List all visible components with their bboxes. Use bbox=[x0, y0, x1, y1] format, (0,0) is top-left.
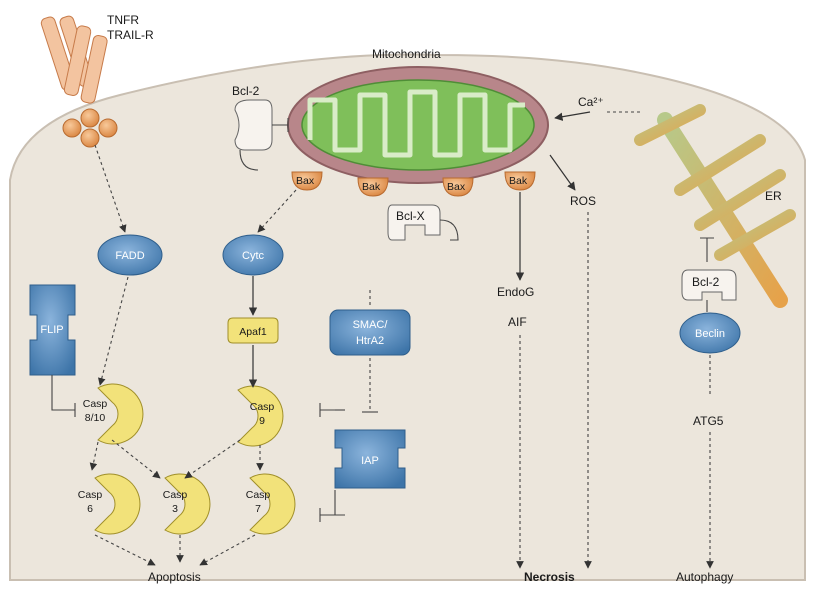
atg5-label: ATG5 bbox=[693, 414, 724, 428]
svg-text:Bcl-2: Bcl-2 bbox=[692, 275, 720, 289]
svg-text:Bax: Bax bbox=[296, 175, 315, 187]
er-label: ER bbox=[765, 189, 782, 203]
svg-text:Casp: Casp bbox=[246, 489, 271, 501]
svg-text:Apaf1: Apaf1 bbox=[239, 326, 267, 338]
iap-shape: IAP bbox=[335, 430, 405, 488]
necrosis-label: Necrosis bbox=[524, 570, 575, 584]
bcl2-mito-label: Bcl-2 bbox=[232, 84, 260, 98]
ros-label: ROS bbox=[570, 194, 596, 208]
svg-text:7: 7 bbox=[255, 503, 261, 515]
svg-text:FADD: FADD bbox=[115, 250, 144, 262]
receptor-label-line1: TNFR bbox=[107, 13, 139, 27]
svg-text:Bax: Bax bbox=[447, 181, 466, 193]
svg-text:Bak: Bak bbox=[362, 181, 381, 193]
svg-text:9: 9 bbox=[259, 415, 265, 427]
mitochondria-label: Mitochondria bbox=[372, 47, 441, 61]
svg-text:6: 6 bbox=[87, 503, 93, 515]
svg-text:FLIP: FLIP bbox=[40, 324, 63, 336]
svg-text:Casp: Casp bbox=[78, 489, 103, 501]
fadd-node: FADD bbox=[98, 235, 162, 275]
svg-text:Beclin: Beclin bbox=[695, 328, 725, 340]
autophagy-label: Autophagy bbox=[676, 570, 733, 584]
adapter-ball bbox=[63, 119, 81, 137]
svg-text:3: 3 bbox=[172, 503, 178, 515]
svg-text:8/10: 8/10 bbox=[85, 412, 106, 424]
svg-text:Casp: Casp bbox=[250, 401, 275, 413]
apaf1-node: Apaf1 bbox=[228, 318, 278, 343]
flip-shape: FLIP bbox=[30, 285, 75, 375]
svg-text:Casp: Casp bbox=[83, 398, 108, 410]
adapter-ball bbox=[81, 129, 99, 147]
svg-text:SMAC/: SMAC/ bbox=[353, 319, 389, 331]
calcium-label: Ca²⁺ bbox=[578, 95, 604, 109]
endog-label: EndoG bbox=[497, 285, 534, 299]
svg-text:Casp: Casp bbox=[163, 489, 188, 501]
receptor-label-line2: TRAIL-R bbox=[107, 28, 154, 42]
aif-label: AIF bbox=[508, 315, 527, 329]
apoptosis-label: Apoptosis bbox=[148, 570, 201, 584]
svg-text:Bcl-X: Bcl-X bbox=[396, 209, 425, 223]
smac-htra2-node: SMAC/ HtrA2 bbox=[330, 310, 410, 355]
adapter-ball bbox=[81, 109, 99, 127]
svg-text:Cytc: Cytc bbox=[242, 250, 265, 262]
beclin-node: Beclin bbox=[680, 313, 740, 353]
svg-text:HtrA2: HtrA2 bbox=[356, 335, 384, 347]
svg-text:IAP: IAP bbox=[361, 455, 379, 467]
bcl2-mito-shape bbox=[235, 100, 272, 150]
adapter-ball bbox=[99, 119, 117, 137]
svg-text:Bak: Bak bbox=[509, 175, 528, 187]
cytc-node: Cytc bbox=[223, 235, 283, 275]
mitochondrion bbox=[288, 67, 548, 183]
